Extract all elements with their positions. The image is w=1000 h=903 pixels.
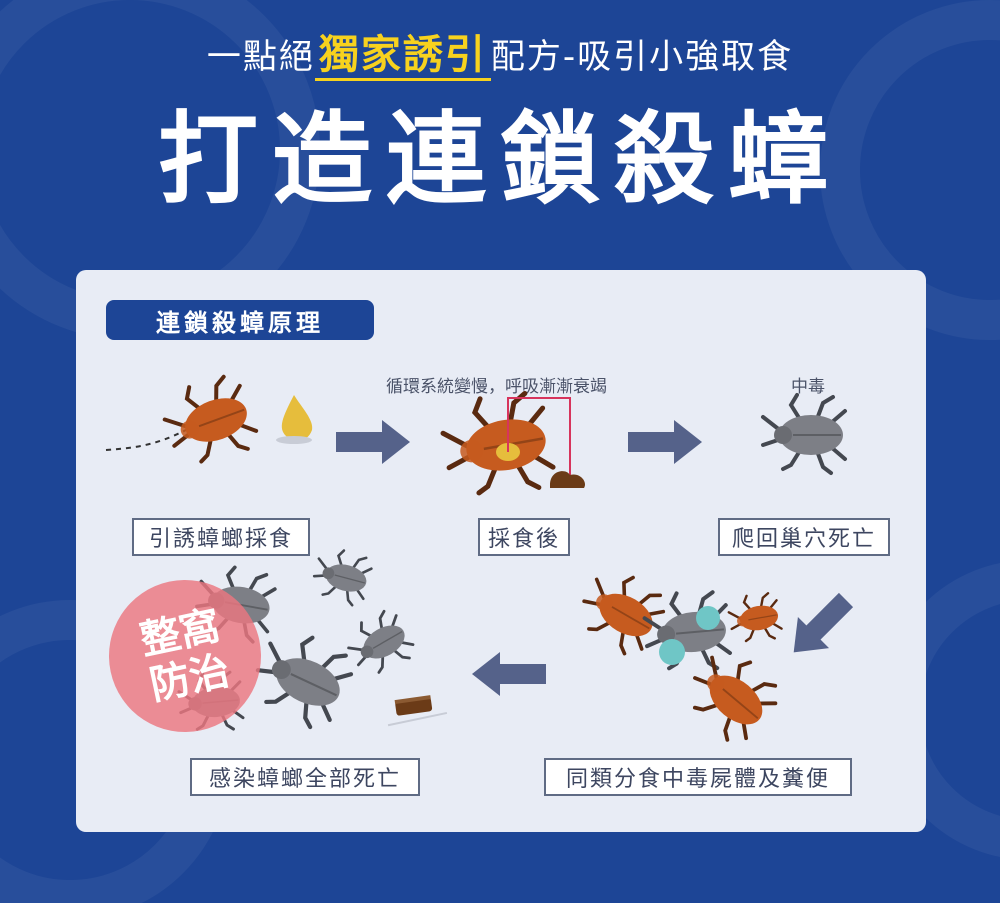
step-label-crawl-back: 爬回巢穴死亡 [718,518,890,556]
arrow-right-icon [336,420,410,464]
roach-fed-icon [438,388,556,502]
tagline: 一點絕獨家誘引配方-吸引小強取食 [0,22,1000,81]
roach-icon [675,639,788,751]
step-label-after-eating: 採食後 [478,518,570,556]
step-label-all-die: 感染蟑螂全部死亡 [190,758,420,796]
tagline-highlight: 獨家誘引 [314,32,491,81]
tagline-post: 配方-吸引小強取食 [490,37,794,77]
droppings-icon [550,471,586,488]
callout-line [507,397,571,475]
arrow-down-left-icon [793,592,854,653]
main-title: 打造連鎖殺蟑 [158,101,842,218]
trail-line [105,429,187,451]
roach-icon [155,368,263,475]
roach-dead-icon [640,587,734,677]
note-circulation: 循環系統變慢，呼吸漸漸衰竭 [386,377,607,397]
roach-dead-icon [245,623,358,734]
step-label-lure: 引誘蟑螂採食 [132,518,310,556]
roach-dead-icon [308,543,376,609]
note-poisoned: 中毒 [791,377,825,397]
principle-panel: 連鎖殺蟑原理 循環系統變慢，呼吸漸漸衰竭 中毒 [76,270,926,832]
tagline-pre: 一點絕 [206,37,315,77]
roach-icon [725,589,785,647]
illustration-layer [105,368,854,751]
roach-dead-icon [339,604,420,684]
bait-drop-icon [281,395,313,441]
bait-box-icon [387,695,448,727]
panel-title: 連鎖殺蟑原理 [106,300,374,340]
roach-icon [569,560,673,662]
arrow-left-icon [472,652,546,696]
arrow-right-icon [628,420,702,464]
roach-dead-icon [761,393,847,475]
step-label-cannibalize: 同類分食中毒屍體及糞便 [544,758,852,796]
